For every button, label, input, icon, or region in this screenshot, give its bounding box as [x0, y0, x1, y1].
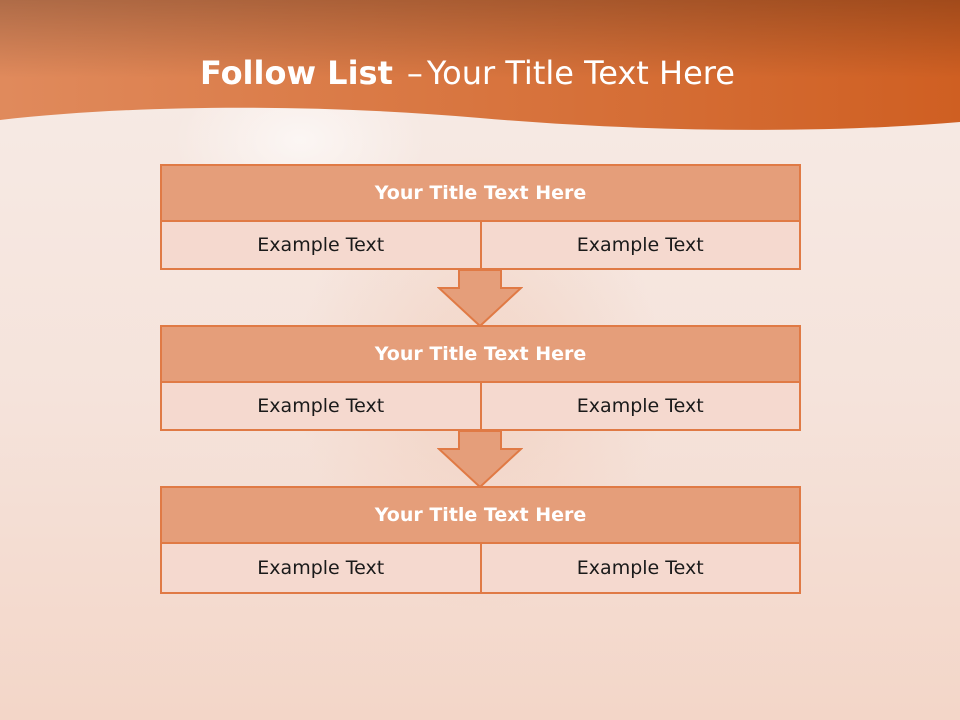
- step-title: Your Title Text Here: [162, 327, 799, 383]
- step-cell-right: Example Text: [479, 383, 800, 429]
- step-box-3: Your Title Text Here Example Text Exampl…: [160, 486, 801, 594]
- step-box-2: Your Title Text Here Example Text Exampl…: [160, 325, 801, 431]
- step-cell-right: Example Text: [479, 222, 800, 268]
- step-row: Example Text Example Text: [162, 544, 799, 592]
- step-cell-left: Example Text: [257, 395, 385, 417]
- title-bold-part: Follow List: [200, 54, 393, 92]
- slide-title: Follow List–Your Title Text Here: [200, 54, 735, 98]
- step-title: Your Title Text Here: [162, 488, 799, 544]
- step-box-1: Your Title Text Here Example Text Exampl…: [160, 164, 801, 270]
- title-separator: –: [406, 54, 423, 92]
- down-arrow-icon: [437, 431, 523, 489]
- step-cell-left: Example Text: [257, 234, 385, 256]
- title-rest: Your Title Text Here: [426, 54, 735, 92]
- step-cell-right: Example Text: [479, 544, 800, 592]
- step-cell-left: Example Text: [257, 557, 385, 579]
- header-banner: [0, 0, 960, 130]
- down-arrow-icon: [437, 270, 523, 328]
- step-title: Your Title Text Here: [162, 166, 799, 222]
- step-row: Example Text Example Text: [162, 222, 799, 268]
- step-row: Example Text Example Text: [162, 383, 799, 429]
